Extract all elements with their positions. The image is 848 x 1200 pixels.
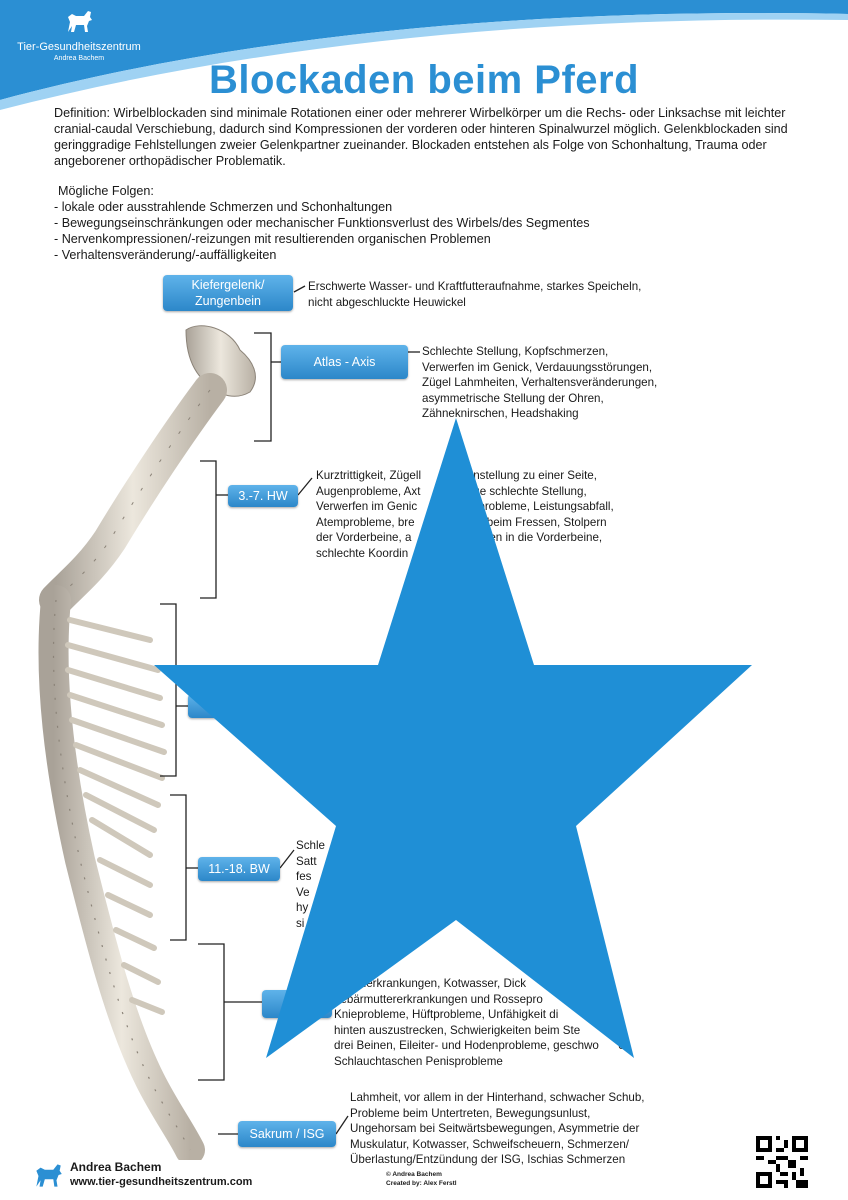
section-pill-atlas[interactable]: Atlas - Axis xyxy=(281,345,408,379)
header-owner: Andrea Bachem xyxy=(53,55,105,62)
section-desc-kiefer: Erschwerte Wasser- und Kraftfutteraufnah… xyxy=(308,280,642,309)
qr-code-icon[interactable] xyxy=(756,1136,808,1188)
definition-text: Definition: Wirbelblockaden sind minimal… xyxy=(54,106,788,168)
consequence-item: - Bewegungseinschränkungen oder mechanis… xyxy=(54,216,590,230)
section-pill-sakrum[interactable]: Sakrum / ISG xyxy=(238,1121,336,1147)
consequences-heading: Mögliche Folgen: xyxy=(58,184,154,198)
consequence-item: - Nervenkompressionen/-reizungen mit res… xyxy=(54,232,491,246)
consequences-list: - lokale oder ausstrahlende Schmerzen un… xyxy=(54,199,754,263)
credits: © Andrea Bachem Created by: Alex Ferstl xyxy=(386,1170,457,1188)
section-pill-kiefer[interactable]: Kiefergelenk/ Zungenbein xyxy=(163,275,293,311)
consequence-item: - lokale oder ausstrahlende Schmerzen un… xyxy=(54,200,393,214)
header-logo[interactable]: Tier-Gesundheitszentrum Andrea Bachem xyxy=(14,8,144,62)
section-pill-lw[interactable] xyxy=(262,990,332,1018)
dog-icon xyxy=(36,1164,62,1187)
consequence-item: - Verhaltensveränderung/-auffälligkeiten xyxy=(54,248,277,262)
copyright-text: © Andrea Bachem xyxy=(386,1171,442,1178)
created-by-text: Created by: Alex Ferstl xyxy=(386,1180,457,1187)
footer-name: Andrea Bachem xyxy=(70,1160,162,1174)
section-pill-bw2[interactable]: 11.-18. BW xyxy=(198,857,280,881)
header-swoosh xyxy=(0,0,848,110)
footer-website[interactable]: www.tier-gesundheitszentrum.com xyxy=(70,1176,253,1188)
section-desc-atlas: Schlechte Stellung, Kopfschmerzen, Verwe… xyxy=(422,345,658,420)
section-pill-hw[interactable]: 3.-7. HW xyxy=(228,485,298,507)
page-title: Blockaden beim Pferd xyxy=(208,58,640,102)
section-desc-hw: Kurztrittigkeit, Zügell ußenstellung zu … xyxy=(316,469,614,560)
consequences-block: Mögliche Folgen: - lokale oder ausstrahl… xyxy=(54,183,754,263)
section-desc-bw2: Schle rutschen des Satt es Angaloppieren… xyxy=(296,839,571,930)
header-brand: Tier-Gesundheitszentrum xyxy=(17,41,141,53)
section-desc-sakrum: Lahmheit, vor allem in der Hinterhand, s… xyxy=(350,1091,645,1166)
section-desc-lw: ierenerkrankungen, Kotwasser, Dick e, eb… xyxy=(334,977,625,1068)
section-pill-bw1[interactable] xyxy=(188,694,248,718)
dog-icon xyxy=(68,11,92,32)
